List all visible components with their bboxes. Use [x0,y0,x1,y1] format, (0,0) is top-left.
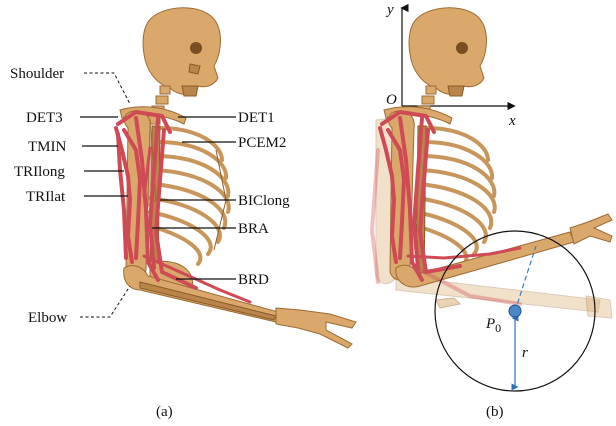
panel-a: Shoulder DET3 TMIN TRIlong TRIlat Elbow … [10,8,356,420]
label-origin: O [386,92,397,108]
label-det1: DET1 [238,110,275,126]
label-axis-x: x [508,113,516,129]
skeleton-b [376,8,612,318]
label-trilat: TRIlat [26,189,66,205]
label-bra: BRA [238,221,269,237]
label-trilong: TRIlong [14,164,65,180]
label-point-p0: P0 [485,316,501,335]
label-brd: BRD [238,272,269,288]
label-det3: DET3 [26,110,63,126]
label-biclong: BIClong [238,193,290,209]
caption-b: (b) [486,404,504,420]
label-pcem2: PCEM2 [238,135,286,151]
panel-b: y x O P0 r (b) [372,2,612,420]
label-radius: r [522,345,528,361]
point-p0 [509,305,521,317]
label-axis-y: y [385,2,394,18]
label-elbow: Elbow [28,310,67,326]
label-shoulder: Shoulder [10,66,64,82]
label-tmin: TMIN [28,139,66,155]
caption-a: (a) [156,404,173,420]
